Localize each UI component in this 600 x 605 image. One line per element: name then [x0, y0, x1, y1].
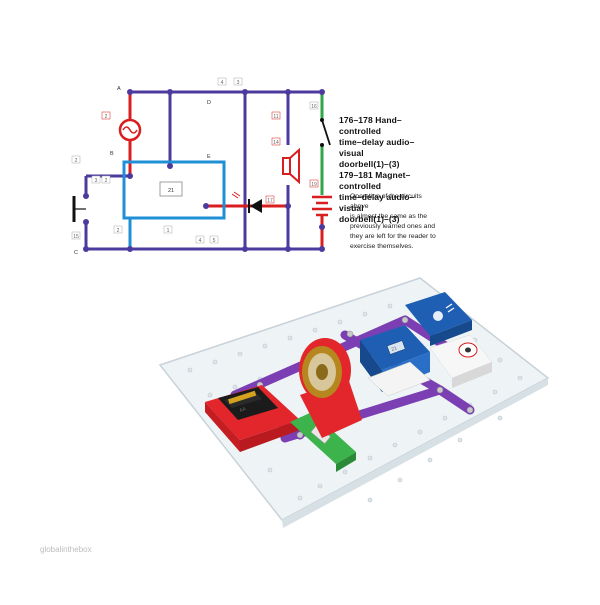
node-label-d: D [207, 100, 211, 106]
part-tag: 16 [311, 104, 317, 110]
caption-title-line: 176–178 Hand–controlled [339, 115, 402, 136]
node-label-a: A [117, 86, 121, 92]
battery-label: AA [239, 406, 248, 414]
caption-body: Operation of the circuits above is almos… [350, 192, 440, 252]
part-tag: 14 [273, 140, 279, 146]
node-label-b: B [110, 151, 114, 157]
caption-body-line: exercise themselves. [350, 243, 414, 250]
part-tag: 4 [221, 80, 224, 86]
speaker-module [299, 338, 362, 438]
part-tag: 15 [73, 234, 79, 240]
caption-body-line: previously learned ones and [350, 223, 436, 230]
caption-title-line: doorbell(1)–(3) [339, 159, 400, 169]
node-label-c: C [74, 250, 78, 256]
part-tag: 5 [213, 238, 216, 244]
caption-title-line: 179–181 Magnet–controlled [339, 170, 411, 191]
caption-block: 176–178 Hand–controlled time–delay audio… [339, 115, 439, 225]
caption-body-line: is almost the same as the [350, 213, 428, 220]
part-tags: 4 3 2 16 11 19 2 3 15 2 4 17 1 [71, 77, 319, 244]
caption-title-line: doorbell(1)–(3) [339, 214, 400, 224]
battery-holder: AA [205, 385, 300, 452]
part-tag: 19 [311, 182, 317, 188]
part-tag: 3 [95, 178, 98, 184]
led-module [405, 292, 472, 346]
caption-title-line: time–delay audio–visual [339, 192, 415, 213]
part-tag: 2 [105, 114, 108, 120]
ic-label: 21 [168, 188, 174, 194]
part-tag: 3 [237, 80, 240, 86]
caption-body-line: they are left for the reader to [350, 233, 436, 240]
product-photo: AA 21 [158, 277, 550, 528]
part-tag: 1 [167, 228, 170, 234]
part-tag: 4 [199, 238, 202, 244]
ic-module-number: 21 [391, 345, 398, 353]
part-tag: 2 [105, 178, 108, 184]
caption-title-line: time–delay audio–visual [339, 137, 415, 158]
caption-body-line: Operation of the circuits above [350, 193, 422, 210]
part-tag: 11 [273, 114, 278, 120]
ic-module: 21 [360, 325, 431, 397]
part-tag: 17 [267, 198, 273, 204]
watermark: globalinthebox [40, 545, 92, 554]
circuit-schematic: 21 [71, 77, 332, 256]
node-label-e: E [207, 154, 211, 160]
buzzer-module [429, 334, 493, 388]
part-tag: 2 [117, 228, 120, 234]
part-tag: 2 [75, 158, 78, 164]
